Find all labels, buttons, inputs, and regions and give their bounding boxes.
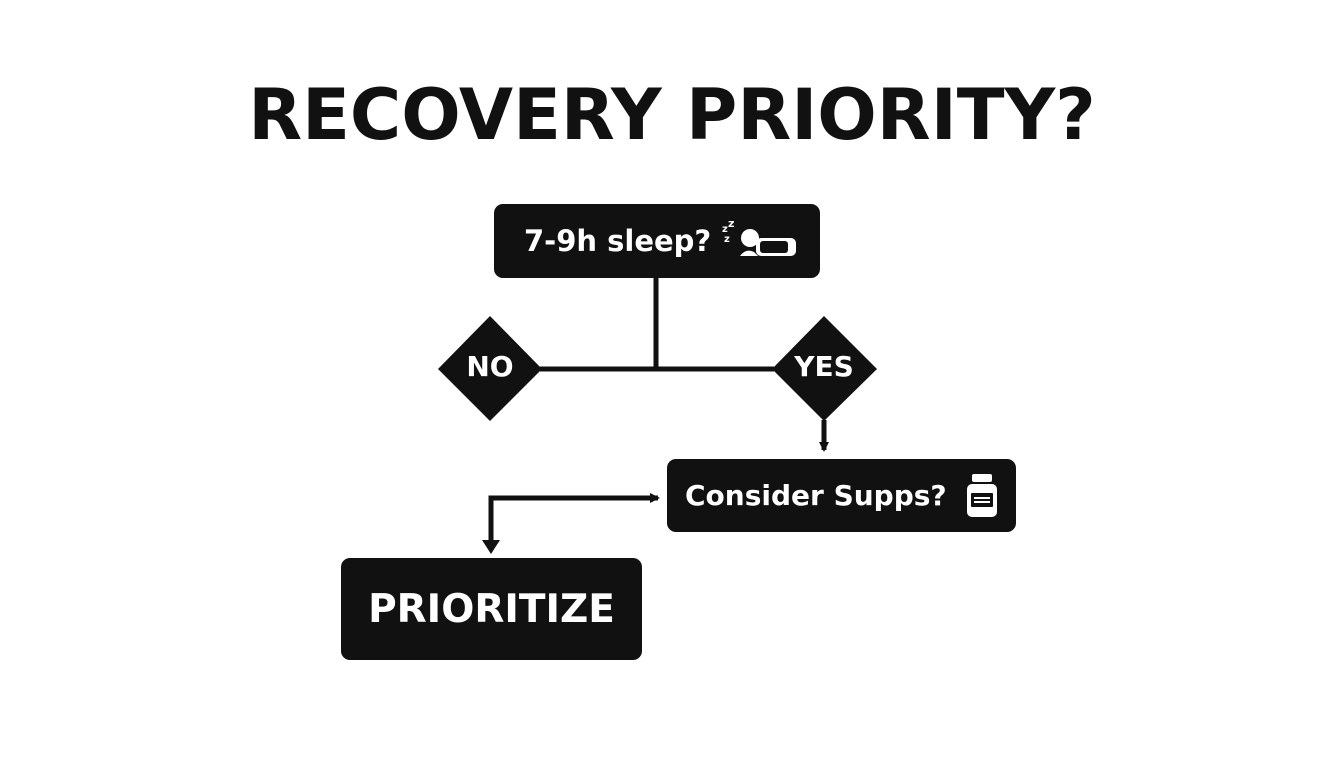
svg-text:z: z [728, 218, 734, 230]
supps-question-label: Consider Supps? [685, 479, 947, 512]
sleep-question-node: 7-9h sleep? z z z [494, 204, 820, 278]
yes-decision-label: YES [794, 350, 854, 383]
sleep-question-label: 7-9h sleep? [524, 224, 712, 258]
no-decision-label: NO [466, 350, 514, 383]
yes-decision-diamond [772, 316, 877, 421]
prioritize-label: PRIORITIZE [368, 586, 615, 632]
svg-text:z: z [722, 224, 728, 235]
connector-supps-prioritize-elbow [488, 493, 660, 544]
supps-question-node: Consider Supps? [667, 459, 1016, 532]
no-decision-diamond [438, 316, 542, 421]
supplement-bottle-icon [967, 474, 997, 517]
diagram-title: RECOVERY PRIORITY? [248, 74, 1096, 156]
arrowhead-to-prioritize [482, 540, 500, 554]
prioritize-node: PRIORITIZE [341, 558, 642, 660]
svg-text:z: z [724, 234, 730, 245]
sleeping-person-icon: z z z [722, 218, 796, 256]
